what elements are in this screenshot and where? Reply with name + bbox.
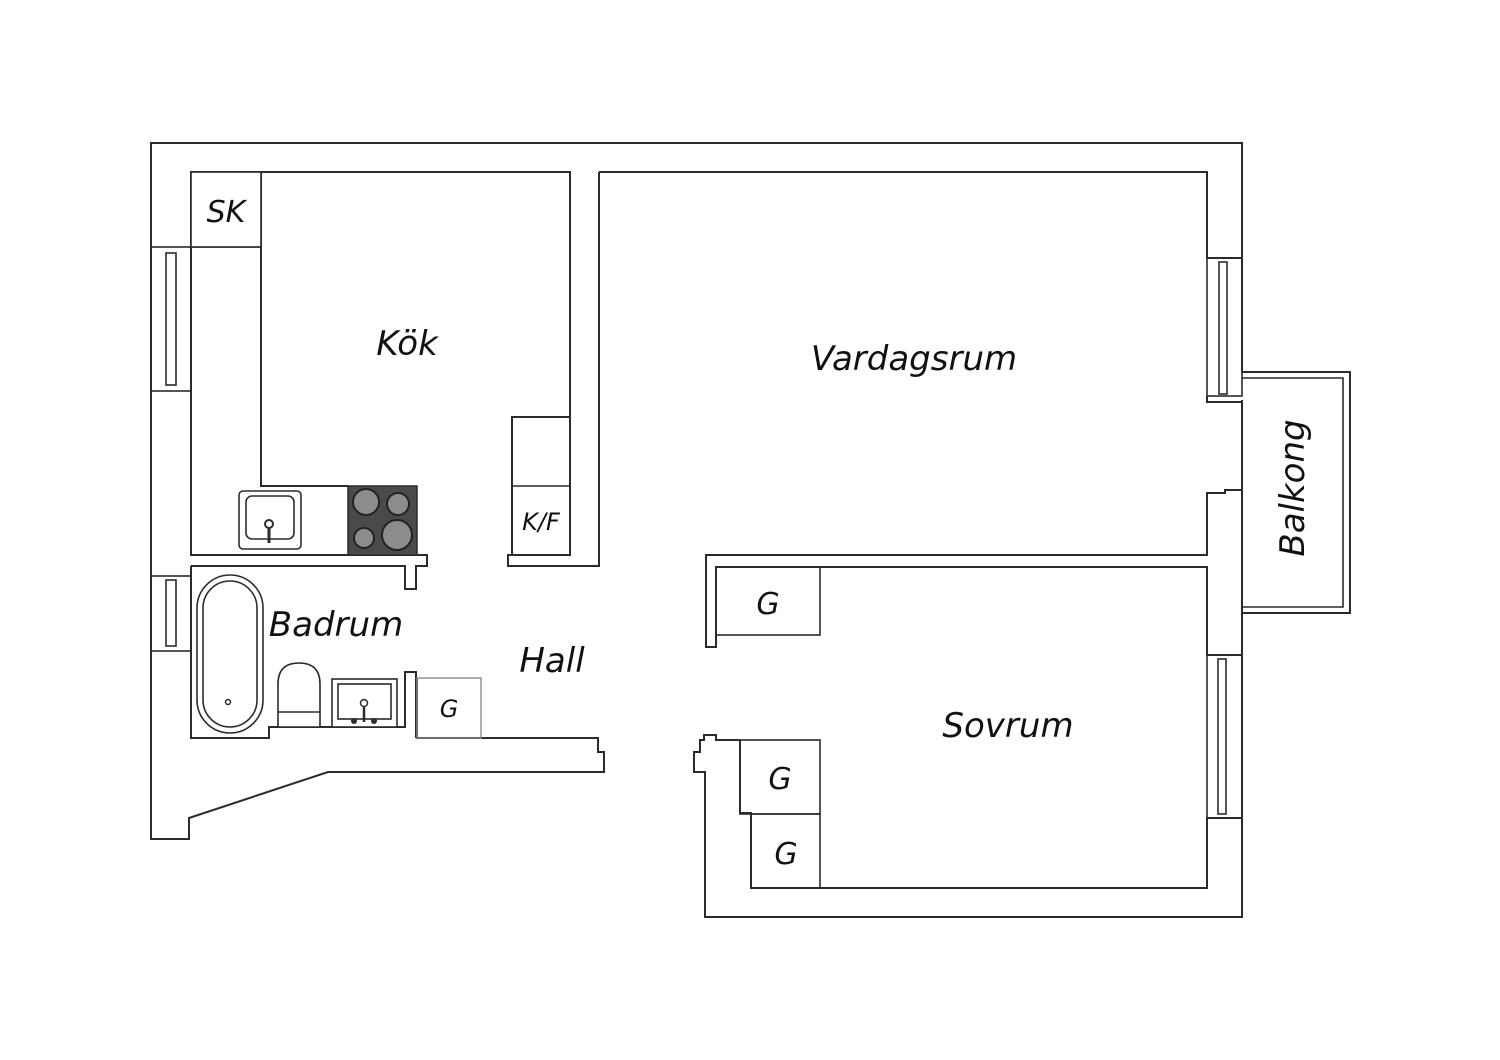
living-room-label: Vardagsrum bbox=[811, 339, 1017, 379]
window-living-room bbox=[1206, 257, 1243, 397]
hall-label: Hall bbox=[519, 641, 585, 681]
living-room-wall bbox=[599, 171, 1242, 259]
balcony-label: Balkong bbox=[1273, 419, 1313, 556]
window-kitchen bbox=[150, 246, 192, 392]
wardrobe-bedroom-bottom-1-label: G bbox=[768, 762, 791, 797]
kitchen-counter bbox=[190, 247, 428, 590]
bathtub-icon[interactable] bbox=[196, 574, 264, 734]
bedroom: G G G Sovrum bbox=[715, 566, 1243, 889]
living-room: Vardagsrum bbox=[599, 171, 1243, 656]
wardrobe-bedroom-top-label: G bbox=[756, 587, 779, 622]
outer-wall bbox=[150, 142, 1243, 840]
window-bathroom bbox=[150, 575, 192, 652]
bathroom-label: Badrum bbox=[269, 605, 403, 645]
wardrobe-bedroom-bottom-2[interactable] bbox=[750, 813, 821, 889]
bedroom-label: Sovrum bbox=[942, 706, 1073, 746]
sk-closet-label: SK bbox=[207, 195, 248, 230]
living-room-wall-south bbox=[705, 489, 1242, 656]
wardrobe-bedroom-bottom-2-label: G bbox=[774, 837, 797, 872]
wardrobe-hall[interactable] bbox=[416, 677, 482, 739]
kitchen: SK Kök K/F bbox=[150, 171, 600, 590]
hall: G Hall bbox=[416, 641, 585, 739]
wardrobe-bedroom-top[interactable] bbox=[715, 566, 821, 636]
window-bedroom bbox=[1206, 654, 1243, 819]
balcony: Balkong bbox=[1242, 371, 1351, 614]
outer-walls bbox=[150, 142, 1243, 918]
toilet-icon[interactable] bbox=[277, 662, 321, 728]
living-room-wall-lower bbox=[1206, 396, 1242, 403]
kitchen-label: Kök bbox=[376, 324, 439, 364]
fridge-freezer-label: K/F bbox=[522, 508, 561, 536]
wardrobe-hall-label: G bbox=[440, 695, 459, 723]
kitchen-counter-edge bbox=[260, 172, 348, 487]
outer-wall-right-lower bbox=[693, 613, 1243, 918]
bathroom: Badrum bbox=[150, 566, 417, 739]
sk-closet[interactable] bbox=[190, 171, 262, 248]
bathroom-sink-icon[interactable] bbox=[331, 678, 398, 728]
fridge-freezer[interactable]: K/F bbox=[507, 172, 600, 567]
kitchen-sink[interactable] bbox=[238, 490, 302, 550]
stove-icon[interactable] bbox=[347, 485, 418, 556]
